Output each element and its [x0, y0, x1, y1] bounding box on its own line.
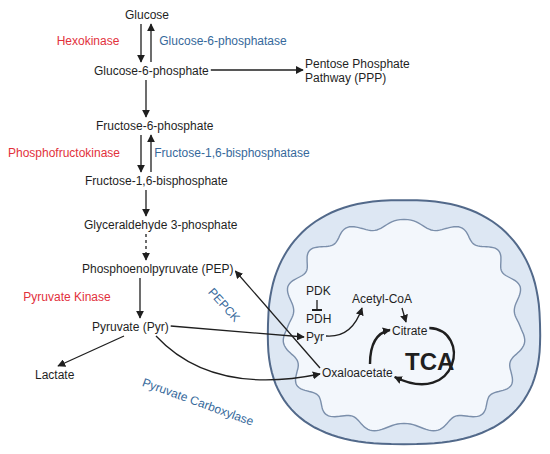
reaction-arrow — [171, 326, 304, 337]
inner-membrane — [283, 219, 524, 430]
node-text: Pyr — [306, 330, 324, 344]
reaction-arrow — [235, 271, 320, 368]
enzyme-label: Pyruvate Carboxylase — [140, 375, 255, 428]
metabolite-label: Phosphoenolpyruvate (PEP) — [80, 260, 235, 278]
pathway-label: Pentose Phosphate Pathway (PPP) — [303, 55, 428, 87]
enzyme-label: PEPCK — [205, 285, 243, 325]
node-text: Citrate — [392, 324, 427, 338]
enzyme-label: PDK — [304, 282, 333, 300]
metabolite-label: Pyruvate (Pyr) — [90, 318, 171, 336]
enzyme-label: Fructose-1,6-bisphosphatase — [154, 146, 309, 160]
reaction-arrow — [326, 308, 362, 336]
metabolite-label: Lactate — [33, 366, 76, 384]
mitochondrion: TCA PDK Acetyl-CoA PDH Pyr CitrateOxaloacetat… — [262, 196, 546, 452]
node-text: Oxaloacetate — [322, 366, 393, 380]
reaction-arrow — [211, 69, 303, 70]
metabolite-label: Fructose-1,6-bisphosphate — [83, 172, 230, 190]
reaction-arrow — [145, 80, 146, 117]
node-text: PDK — [306, 284, 331, 298]
enzyme-label: Pyruvate Kinase — [23, 290, 110, 304]
reaction-arrow — [58, 336, 124, 366]
node-text: Fructose-1,6-bisphosphate — [85, 174, 228, 188]
inhibition-line — [316, 300, 317, 310]
node-text: Glyceraldehyde 3-phosphate — [84, 218, 237, 232]
reaction-arrow — [145, 234, 146, 260]
node-text: Phosphoenolpyruvate (PEP) — [82, 262, 233, 276]
metabolite-label: Glyceraldehyde 3-phosphate — [82, 216, 239, 234]
reaction-arrow — [140, 24, 141, 62]
metabolite-label: Acetyl-CoA — [350, 290, 414, 308]
outer-membrane — [268, 200, 540, 444]
reaction-arrow — [395, 328, 454, 384]
node-text: Pyruvate (Pyr) — [92, 320, 169, 334]
reaction-arrow — [140, 135, 141, 172]
metabolite-label: Glucose — [123, 6, 171, 24]
reaction-arrow — [150, 135, 151, 172]
metabolite-label: Fructose-6-phosphate — [94, 117, 215, 135]
node-text: Pentose Phosphate Pathway (PPP) — [305, 57, 426, 85]
metabolite-label: Oxaloacetate — [320, 364, 395, 382]
enzyme-label: PDH — [304, 310, 333, 328]
node-text: Acetyl-CoA — [352, 292, 412, 306]
node-text: Fructose-6-phosphate — [96, 119, 213, 133]
node-text: PDH — [306, 312, 331, 326]
metabolite-label: Pyr — [304, 328, 326, 346]
reaction-arrow — [145, 190, 146, 216]
enzyme-label: Phosphofructokinase — [8, 146, 120, 160]
enzyme-label: Hexokinase — [57, 34, 120, 48]
reaction-arrow — [139, 278, 140, 318]
reaction-arrow — [156, 336, 320, 380]
node-text: Lactate — [35, 368, 74, 382]
node-text: Glucose — [125, 8, 169, 22]
reaction-arrow — [370, 330, 390, 364]
cycle-label: TCA — [405, 348, 454, 376]
metabolite-label: Glucose-6-phosphate — [92, 62, 211, 80]
node-text: Glucose-6-phosphate — [94, 64, 209, 78]
reaction-arrow — [402, 308, 406, 322]
reaction-arrow — [150, 24, 151, 62]
enzyme-label: Glucose-6-phosphatase — [159, 34, 286, 48]
metabolite-label: Citrate — [390, 322, 429, 340]
